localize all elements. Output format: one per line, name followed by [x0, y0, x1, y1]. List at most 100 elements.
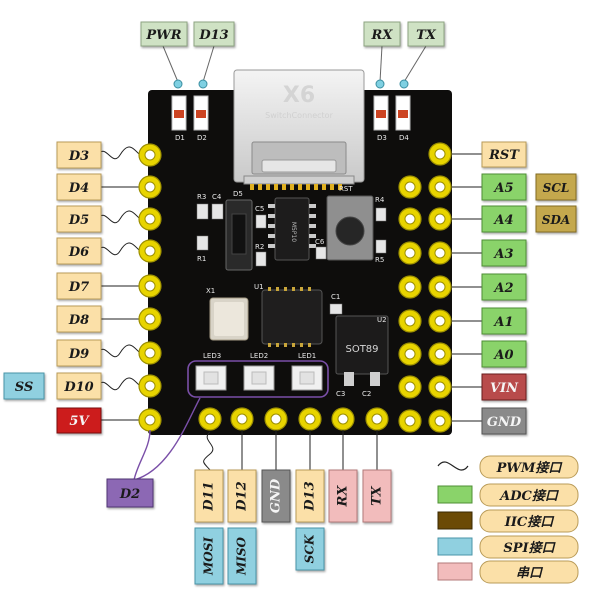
pin-label-d10: D10: [63, 380, 93, 395]
svg-text:C6: C6: [315, 238, 325, 246]
svg-text:C1: C1: [331, 293, 340, 301]
bottom-pin-row: D11 MOSI D12 MISO GND D13 SCK: [106, 397, 392, 585]
svg-text:C5: C5: [255, 205, 264, 213]
pin-label-d13: D13: [303, 481, 318, 511]
board-components: M5P10: [187, 195, 389, 398]
pin-d9: D9: [56, 339, 162, 367]
tag-d2-label: D2: [119, 487, 140, 502]
usb-c-connector: X6 SwitchConnector: [233, 69, 365, 190]
pin-label-tx: TX: [370, 485, 385, 506]
svg-text:D2: D2: [197, 134, 207, 142]
svg-text:LED3: LED3: [203, 352, 221, 360]
tag-d13: D13: [198, 28, 228, 43]
pin-d4: D4: [56, 173, 162, 201]
svg-text:X1: X1: [206, 287, 215, 295]
svg-text:C4: C4: [212, 193, 222, 201]
legend-swatch-adc: [437, 485, 473, 504]
connector-logo: X6: [283, 83, 315, 108]
pin-label-a3: A3: [492, 247, 513, 262]
pin-5v: 5V: [56, 407, 162, 434]
pin-a4: A4: [398, 205, 527, 233]
legend-item-adc: ADC接口: [437, 483, 579, 507]
svg-text:R2: R2: [255, 243, 264, 251]
pin-d11: D11 MOSI: [194, 407, 224, 585]
legend-swatch-iic: [437, 511, 473, 530]
legend-swatch-spi: [437, 537, 473, 556]
legend-label-serial: 串口: [516, 565, 544, 581]
svg-text:R1: R1: [197, 255, 206, 263]
pin-gnd: GND: [398, 407, 527, 435]
pin-label-d4: D4: [68, 181, 89, 196]
tag-rx: RX: [371, 28, 394, 43]
legend-item-iic: IIC接口: [437, 509, 579, 533]
pin-label-a4: A4: [492, 213, 513, 228]
pin-a3: A3: [398, 239, 527, 267]
pin-label-d5: D5: [68, 213, 89, 228]
connector-text: SwitchConnector: [265, 111, 333, 120]
pin-label-gnd-bottom: GND: [269, 478, 284, 513]
pin-d3: D3: [56, 141, 162, 169]
tag-d2: D2: [106, 397, 201, 508]
svg-text:R5: R5: [375, 256, 384, 264]
pin-d12: D12 MISO: [227, 407, 257, 585]
svg-text:D3: D3: [377, 134, 387, 142]
pin-label-a0: A0: [492, 348, 513, 363]
svg-text:D5: D5: [233, 190, 243, 198]
svg-text:D4: D4: [399, 134, 409, 142]
svg-text:D1: D1: [175, 134, 185, 142]
tag-sda-label: SDA: [542, 213, 570, 227]
svg-text:RST: RST: [339, 185, 353, 193]
pin-d6: D6: [56, 237, 162, 265]
pin-label-5v: 5V: [69, 414, 90, 429]
pin-d5: D5: [56, 205, 162, 233]
pin-d7: D7: [56, 272, 162, 300]
component-refs: D1 D2 D3 D4 R3 C4 D5 C5 R2 R1 RST R4 R5 …: [175, 134, 409, 398]
pin-d13: D13 SCK: [295, 407, 325, 571]
pin-tx: TX: [362, 407, 392, 523]
pin-label-rst: RST: [488, 148, 520, 163]
pin-rst: RST: [428, 141, 527, 168]
chip-text: M5P10: [290, 222, 297, 242]
pin-label-a5: A5: [492, 181, 513, 196]
top-leds: [171, 95, 411, 131]
svg-text:U2: U2: [377, 316, 387, 324]
pin-label-a1: A1: [492, 315, 513, 330]
svg-text:U1: U1: [254, 283, 264, 291]
board: X6 SwitchConnector M5P10: [148, 69, 452, 435]
pin-label-d9: D9: [68, 347, 89, 362]
pin-label-rx: RX: [336, 485, 351, 508]
svg-text:LED2: LED2: [250, 352, 268, 360]
pin-rx: RX: [328, 407, 358, 523]
left-pin-column: D3 D4 D5 D6 D7: [3, 141, 162, 434]
pin-label-vin: VIN: [490, 381, 519, 396]
legend-label-spi: SPI接口: [503, 540, 556, 556]
tag-pwr: PWR: [145, 28, 181, 43]
svg-text:LED1: LED1: [298, 352, 316, 360]
pin-label-d6: D6: [68, 245, 89, 260]
svg-text:C3: C3: [336, 390, 345, 398]
legend-item-pwm: PWM接口: [437, 455, 579, 479]
tag-scl: SCL: [535, 173, 577, 201]
legend-item-spi: SPI接口: [437, 535, 579, 559]
pin-label-d11: D11: [202, 481, 217, 511]
regulator-text: SOT89: [345, 344, 378, 355]
pin-label-d8: D8: [68, 313, 89, 328]
pin-vin: VIN: [398, 373, 527, 401]
legend-swatch-serial: [437, 562, 473, 581]
tag-scl-label: SCL: [543, 181, 570, 195]
pin-d8: D8: [56, 305, 162, 333]
pin-a0: A0: [398, 340, 527, 368]
pin-label-d12: D12: [235, 481, 250, 511]
pin-d10: D10: [56, 372, 162, 400]
legend: PWM接口 ADC接口 IIC接口 SPI接口 串口: [437, 455, 579, 584]
top-tags: PWR D13 RX TX: [140, 21, 445, 89]
tag-ss: SS: [3, 372, 45, 400]
legend-item-serial: 串口: [437, 560, 579, 584]
pin-label-a2: A2: [492, 281, 513, 296]
tag-ss-label: SS: [15, 380, 34, 395]
pin-a1: A1: [398, 307, 527, 335]
pin-secondary-miso: MISO: [235, 536, 249, 576]
legend-label-iic: IIC接口: [504, 514, 556, 530]
legend-label-pwm: PWM接口: [496, 460, 564, 476]
tag-sda: SDA: [535, 205, 577, 233]
